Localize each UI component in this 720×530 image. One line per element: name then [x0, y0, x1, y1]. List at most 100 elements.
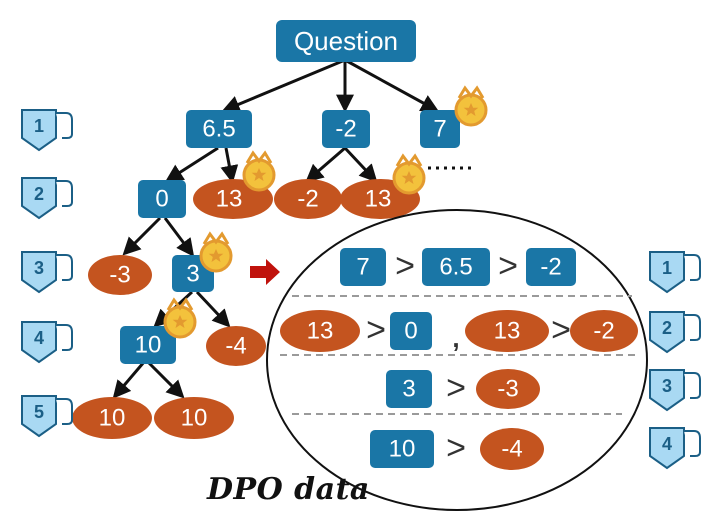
greater-than-symbol: > [395, 247, 415, 285]
node-label: -2 [593, 318, 614, 345]
node-level1-a: 6.5 [186, 110, 252, 148]
edge-3-to-neg4 [195, 290, 231, 328]
node-label: 13 [494, 318, 521, 345]
pair-row-3: 3 > -3 [386, 369, 540, 409]
node-label: 7 [433, 116, 446, 143]
step-marker-icon: 4 [649, 427, 701, 470]
edge-10-to-10b [146, 360, 185, 399]
step-label: 5 [34, 402, 44, 422]
edge-0-to-3 [163, 217, 195, 257]
node-label: -3 [497, 376, 518, 403]
rejected-node: -3 [476, 369, 540, 409]
greater-than-symbol: > [498, 247, 518, 285]
edge-10-to-10a [112, 361, 146, 399]
node-label: -2 [335, 116, 356, 143]
node-label: -2 [540, 254, 561, 281]
step-label: 1 [662, 258, 672, 278]
preferred-node: 13 [465, 310, 549, 352]
node-label: 0 [404, 318, 417, 345]
step-marker-icon: 3 [21, 251, 73, 294]
medal-icon [163, 297, 197, 339]
pair-row-2: 13 > 0 , 13 > -2 [280, 310, 638, 353]
preferred-node: 3 [386, 370, 432, 408]
edge-0-to-neg3 [122, 216, 162, 256]
edge-6.5-to-0 [164, 146, 219, 182]
step-marker-icon: 2 [21, 177, 73, 220]
step-marker-icon: 1 [21, 109, 73, 152]
question-label: Question [294, 26, 398, 56]
edge-question-to-7 [344, 58, 440, 112]
node-level5-a: 10 [72, 397, 152, 439]
greater-than-symbol: > [446, 369, 466, 407]
node-level3-a: -3 [88, 255, 152, 295]
pair-separators [280, 295, 636, 415]
node-level5-b: 10 [154, 397, 234, 439]
node-label: 0 [155, 186, 168, 213]
step-label: 3 [34, 258, 44, 278]
step-marker-icon: 3 [649, 369, 701, 412]
tree-edges [112, 58, 440, 399]
compared-node: 6.5 [422, 248, 490, 286]
node-level2-a: 0 [138, 180, 186, 218]
step-marker-icon: 4 [21, 321, 73, 364]
node-label: 13 [307, 318, 334, 345]
edge-neg2-to-13 [343, 146, 378, 183]
node-level4-a: 10 [120, 326, 176, 364]
greater-than-symbol: > [446, 429, 466, 467]
node-label: -4 [225, 333, 246, 360]
step-label: 2 [662, 318, 672, 338]
node-level1-c: 7 [420, 110, 460, 148]
node-label: 7 [356, 254, 369, 281]
pair-row-1: 7 > 6.5 > -2 [340, 247, 576, 286]
medal-icon [454, 85, 488, 127]
step-marker-icon: 1 [649, 251, 701, 294]
step-label: 4 [662, 434, 672, 454]
node-label: 10 [135, 332, 162, 359]
edge-neg2-to-neg2 [305, 146, 346, 183]
medal-icon [242, 150, 276, 192]
medal-icon [392, 153, 426, 195]
question-node: Question [276, 20, 416, 62]
node-label: -2 [297, 186, 318, 213]
node-label: 13 [365, 186, 392, 213]
rejected-node: -2 [526, 248, 576, 286]
pair-row-4: 10 > -4 [370, 428, 544, 470]
edge-question-to-6.5 [221, 58, 346, 113]
step-label: 3 [662, 376, 672, 396]
step-marker-icon: 5 [21, 395, 73, 438]
step-marker-icon: 2 [649, 311, 701, 354]
node-label: 6.5 [439, 254, 472, 281]
node-label: 10 [181, 405, 208, 432]
greater-than-symbol: > [551, 311, 571, 349]
rejected-node: 0 [390, 312, 432, 350]
right-arrow-icon [250, 259, 280, 285]
step-label: 1 [34, 116, 44, 136]
preferred-node: 10 [370, 430, 434, 468]
node-level2-c: -2 [274, 179, 342, 219]
right-step-markers: 1 2 3 4 [649, 251, 701, 470]
node-label: 3 [402, 376, 415, 403]
node-label: -4 [501, 436, 522, 463]
node-label: 10 [99, 405, 126, 432]
node-label: 6.5 [202, 116, 235, 143]
edge-6.5-to-13 [220, 147, 239, 184]
medal-icon [199, 231, 233, 273]
rejected-node: -4 [480, 428, 544, 470]
node-level1-b: -2 [322, 110, 370, 148]
step-label: 2 [34, 184, 44, 204]
pair-comma: , [452, 323, 459, 353]
step-label: 4 [34, 328, 44, 348]
rejected-node: -2 [570, 310, 638, 352]
left-step-markers: 1 2 3 4 5 [21, 109, 73, 438]
preferred-node: 7 [340, 248, 386, 286]
diagram-caption: DPO data [207, 472, 370, 507]
node-label: -3 [109, 262, 130, 289]
preferred-node: 13 [280, 310, 360, 352]
node-label: 13 [216, 186, 243, 213]
node-level4-b: -4 [206, 326, 266, 366]
node-label: 10 [389, 436, 416, 463]
node-label: 3 [186, 261, 199, 288]
greater-than-symbol: > [366, 311, 386, 349]
